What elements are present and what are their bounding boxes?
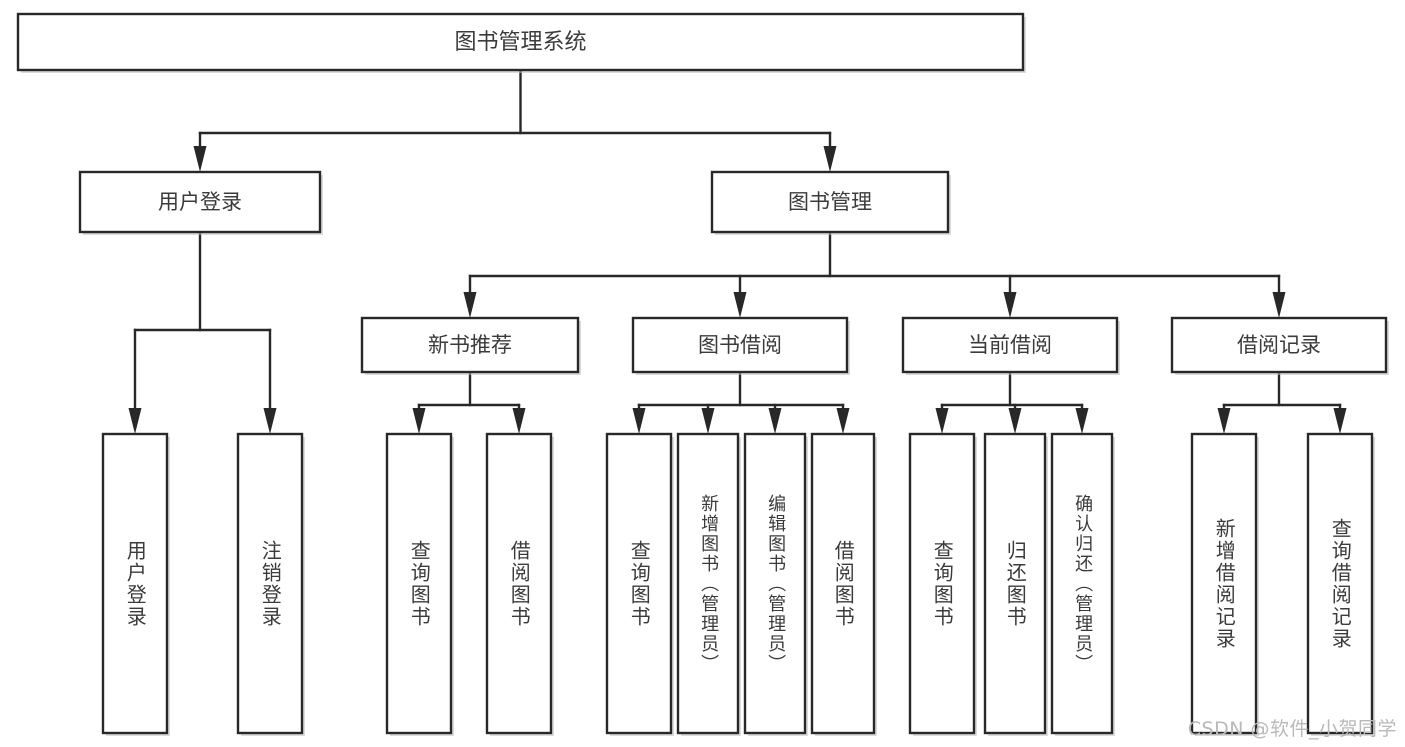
node-label-book-borrow: 图书借阅: [698, 333, 782, 357]
node-box-user-login[interactable]: [78, 170, 322, 234]
edge-arrowhead-icon: [512, 408, 526, 434]
node-box-root[interactable]: [16, 12, 1025, 72]
edge-arrowhead-icon: [263, 408, 277, 434]
edge-arrowhead-icon: [412, 408, 426, 434]
edges-layer: [128, 68, 1347, 434]
node-label-root: 图书管理系统: [454, 30, 586, 55]
edge-arrowhead-icon: [935, 408, 949, 434]
node-box-leaf-query-book-2[interactable]: [605, 432, 673, 735]
node-box-book-manage[interactable]: [710, 170, 950, 234]
node-box-leaf-query-book-1[interactable]: [385, 432, 453, 735]
node-box-leaf-confirm-return[interactable]: [1050, 432, 1114, 735]
edge-arrowhead-icon: [1333, 408, 1347, 434]
node-box-leaf-query-book-3[interactable]: [908, 432, 976, 735]
node-label-book-manage: 图书管理: [788, 190, 872, 214]
edge-arrowhead-icon: [701, 408, 715, 434]
edge-arrowhead-icon: [836, 408, 850, 434]
node-box-current-borrow[interactable]: [901, 316, 1119, 374]
edge-arrowhead-icon: [632, 408, 646, 434]
node-label-user-login: 用户登录: [158, 190, 242, 214]
edge-arrowhead-icon: [463, 292, 477, 318]
edge-arrowhead-icon: [1217, 408, 1231, 434]
edge-arrowhead-icon: [733, 292, 747, 318]
node-box-leaf-logout[interactable]: [236, 432, 304, 735]
node-box-book-borrow[interactable]: [631, 316, 849, 374]
csdn-watermark: CSDN @软件_小贺同学: [1187, 718, 1397, 740]
node-box-leaf-user-login[interactable]: [101, 432, 169, 735]
edge-arrowhead-icon: [1272, 292, 1286, 318]
node-label-new-book-rec: 新书推荐: [428, 333, 512, 357]
node-label-current-borrow: 当前借阅: [968, 333, 1052, 357]
edge-arrowhead-icon: [128, 408, 142, 434]
node-box-leaf-borrow-book-1[interactable]: [485, 432, 553, 735]
edge-arrowhead-icon: [1003, 292, 1017, 318]
node-box-new-book-rec[interactable]: [360, 316, 580, 374]
node-box-borrow-record[interactable]: [1170, 316, 1388, 374]
node-box-leaf-add-book[interactable]: [676, 432, 740, 735]
edge-arrowhead-icon: [768, 408, 782, 434]
node-box-leaf-edit-book[interactable]: [743, 432, 807, 735]
node-box-leaf-add-record[interactable]: [1190, 432, 1258, 735]
boxes-layer: [16, 12, 1389, 736]
edge-arrowhead-icon: [193, 146, 207, 172]
node-box-leaf-query-record[interactable]: [1306, 432, 1374, 735]
node-box-leaf-borrow-book-2[interactable]: [810, 432, 876, 735]
edge-arrowhead-icon: [1008, 408, 1022, 434]
node-box-leaf-return-book[interactable]: [983, 432, 1047, 735]
node-label-borrow-record: 借阅记录: [1237, 333, 1321, 357]
edge-arrowhead-icon: [823, 146, 837, 172]
edge-arrowhead-icon: [1075, 408, 1089, 434]
